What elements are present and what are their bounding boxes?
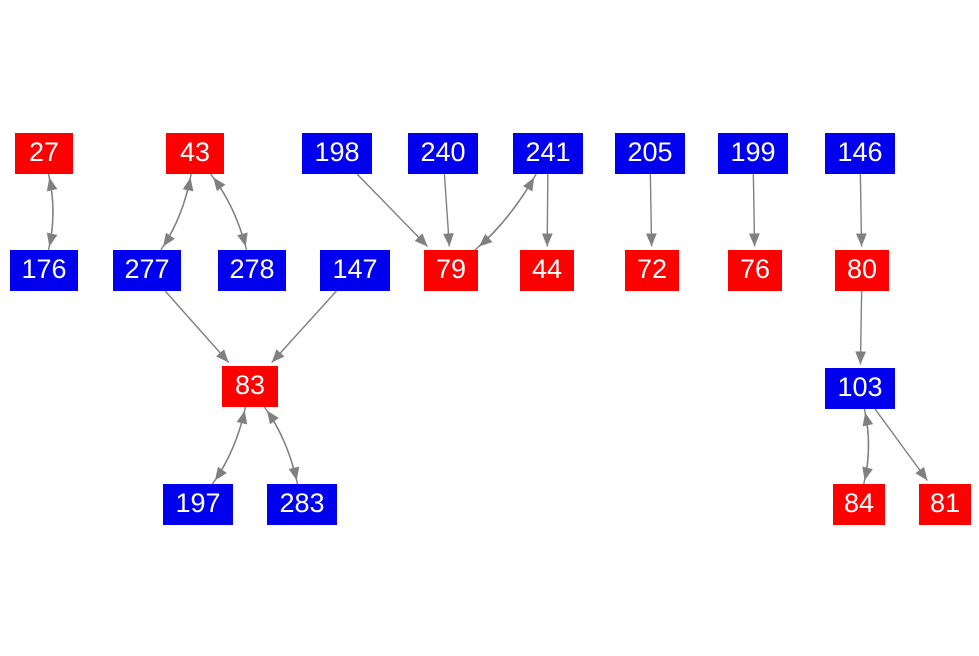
graph-node-label: 277 — [124, 254, 170, 284]
graph-node-80[interactable]: 80 — [835, 250, 889, 291]
graph-node-label: 103 — [837, 372, 883, 402]
graph-node-197[interactable]: 197 — [163, 484, 233, 525]
graph-node-label: 283 — [279, 488, 325, 518]
graph-node-label: 240 — [420, 137, 466, 167]
graph-edge-43-to-277 — [162, 173, 192, 247]
graph-node-label: 198 — [314, 137, 360, 167]
graph-node-103[interactable]: 103 — [825, 368, 895, 409]
graph-node-283[interactable]: 283 — [267, 484, 337, 525]
graph-node-278[interactable]: 278 — [218, 250, 286, 291]
graph-edge-80-to-103 — [855, 290, 867, 365]
graph-node-label: 84 — [843, 488, 875, 518]
graph-node-81[interactable]: 81 — [919, 484, 971, 525]
graph-node-label: 79 — [435, 254, 467, 284]
graph-node-label: 176 — [21, 254, 67, 284]
graph-node-label: 81 — [929, 488, 961, 518]
graph-edge-79-to-241 — [474, 177, 535, 251]
graph-edge-83-to-197 — [214, 406, 247, 481]
graph-node-label: 278 — [229, 254, 275, 284]
graph-edge-277-to-83 — [164, 290, 230, 363]
graph-edge-176-to-27 — [46, 177, 58, 251]
graph-node-27[interactable]: 27 — [15, 133, 73, 174]
graph-node-label: 146 — [837, 137, 883, 167]
graph-node-label: 205 — [627, 137, 673, 167]
graph-node-label: 241 — [525, 137, 571, 167]
graph-node-label: 80 — [846, 254, 878, 284]
graph-node-label: 27 — [28, 137, 60, 167]
graph-node-label: 199 — [730, 137, 776, 167]
graph-edge-199-to-76 — [748, 173, 760, 247]
graph-edge-283-to-83 — [266, 410, 299, 485]
graph-edge-84-to-103 — [862, 412, 874, 485]
graph-edge-277-to-43 — [160, 177, 194, 251]
graph-node-label: 147 — [332, 254, 378, 284]
graph-edge-43-to-278 — [210, 173, 248, 247]
graph-node-198[interactable]: 198 — [302, 133, 372, 174]
graph-node-146[interactable]: 146 — [825, 133, 895, 174]
graph-node-205[interactable]: 205 — [615, 133, 685, 174]
graph-node-43[interactable]: 43 — [166, 133, 224, 174]
graph-node-44[interactable]: 44 — [520, 250, 574, 291]
graph-node-84[interactable]: 84 — [833, 484, 885, 525]
graph-edge-197-to-83 — [211, 410, 248, 485]
graph-node-label: 72 — [636, 254, 668, 284]
graph-edge-241-to-79 — [478, 173, 537, 248]
graph-node-label: 197 — [175, 488, 221, 518]
graph-node-176[interactable]: 176 — [10, 250, 78, 291]
graph-node-79[interactable]: 79 — [424, 250, 478, 291]
graph-node-83[interactable]: 83 — [222, 366, 278, 407]
graph-edge-146-to-80 — [855, 173, 867, 247]
graph-edge-241-to-44 — [541, 173, 553, 247]
graph-node-label: 76 — [739, 254, 771, 284]
graph-node-label: 83 — [234, 370, 266, 400]
graph-edge-198-to-79 — [356, 173, 429, 247]
graph-edge-205-to-72 — [645, 173, 657, 247]
graph-edge-103-to-81 — [874, 408, 928, 481]
graph-node-72[interactable]: 72 — [625, 250, 679, 291]
graph-edge-83-to-283 — [263, 406, 300, 481]
graph-edge-240-to-79 — [443, 173, 454, 247]
graph-edge-147-to-83 — [271, 290, 337, 363]
graph-node-199[interactable]: 199 — [718, 133, 788, 174]
graph-node-240[interactable]: 240 — [408, 133, 478, 174]
graph-node-277[interactable]: 277 — [113, 250, 181, 291]
graph-node-label: 44 — [531, 254, 563, 284]
graph-node-241[interactable]: 241 — [513, 133, 583, 174]
graph-edge-103-to-84 — [862, 408, 873, 481]
graph-edge-278-to-43 — [212, 177, 248, 251]
graph-node-147[interactable]: 147 — [320, 250, 390, 291]
graph-node-label: 43 — [179, 137, 211, 167]
graph-edge-27-to-176 — [46, 173, 58, 247]
graph-node-76[interactable]: 76 — [728, 250, 782, 291]
